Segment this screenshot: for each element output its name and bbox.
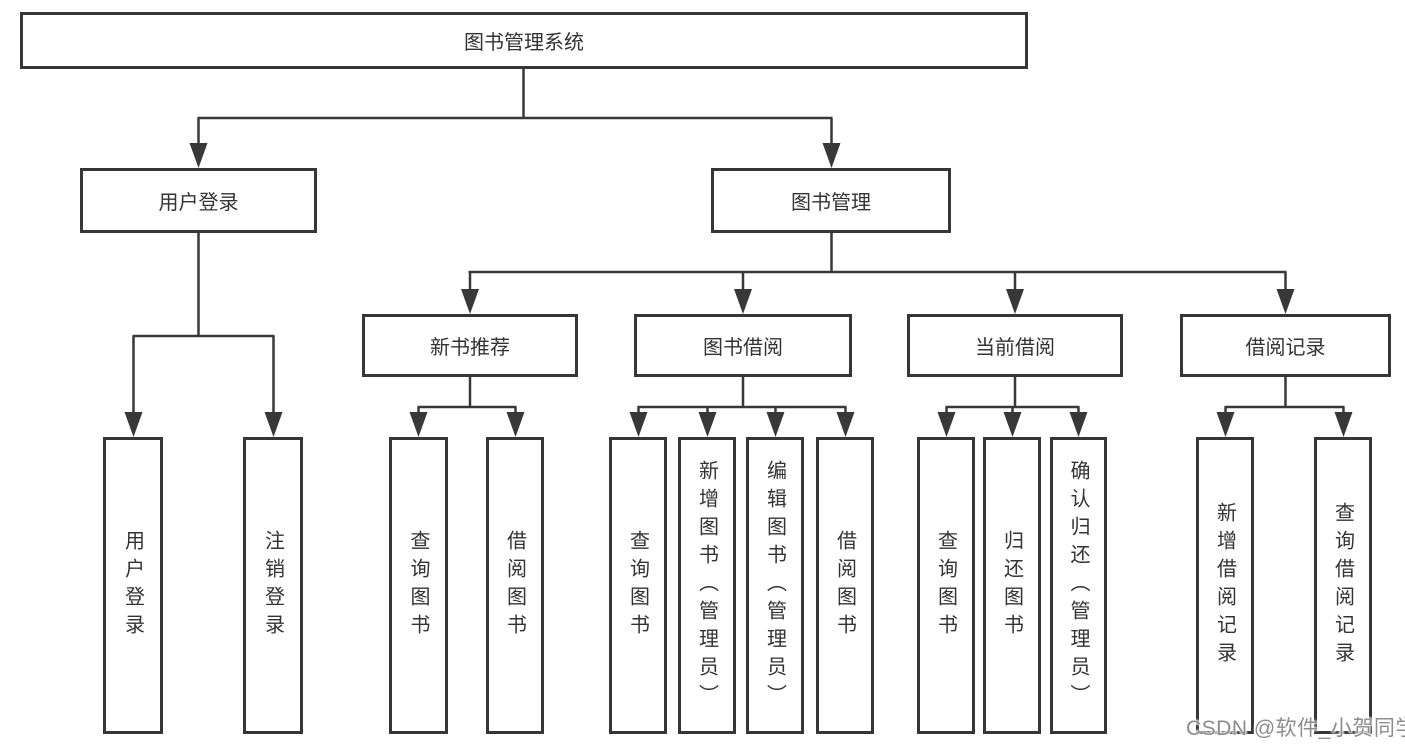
- arrowheads-new-rec-children: [409, 412, 525, 437]
- leaf-confirm-return-admin: 确认归还（管理员）: [1050, 437, 1107, 734]
- connector-book-mgmt-to-level3: [468, 233, 1287, 292]
- leaf-add-books-admin: 新增图书（管理员）: [678, 437, 736, 734]
- node-borrow-records: 借阅记录: [1180, 314, 1391, 377]
- arrowheads-book-borrow-children: [629, 412, 855, 437]
- node-current-borrow: 当前借阅: [907, 314, 1123, 377]
- leaf-borrow-books: 借阅图书: [816, 437, 874, 734]
- connector-book-borrow-children: [637, 377, 847, 414]
- leaf-query-borrow-record: 查询借阅记录: [1314, 437, 1372, 734]
- leaf-user-login: 用户登录: [103, 437, 163, 734]
- arrowheads-user-login-children: [124, 412, 283, 437]
- node-book-borrow: 图书借阅: [634, 314, 852, 377]
- arrowheads-borrow-records-children: [1216, 412, 1353, 437]
- leaf-add-borrow-record: 新增借阅记录: [1196, 437, 1254, 734]
- leaf-query-books-rec: 查询图书: [389, 437, 448, 734]
- watermark: CSDN @软件_小贺同学: [1186, 717, 1405, 740]
- leaf-query-books-current: 查询图书: [917, 437, 975, 734]
- node-book-mgmt: 图书管理: [711, 168, 951, 233]
- connector-user-login-children: [132, 233, 275, 416]
- arrowheads-level2: [189, 143, 841, 168]
- arrowheads-current-borrow-children: [937, 412, 1088, 437]
- connector-borrow-records-children: [1224, 377, 1345, 414]
- node-user-login: 用户登录: [80, 168, 317, 233]
- node-root: 图书管理系统: [20, 12, 1028, 69]
- node-new-book-rec: 新书推荐: [362, 314, 578, 377]
- leaf-query-books-borrow: 查询图书: [609, 437, 667, 734]
- connector-current-borrow-children: [945, 377, 1080, 414]
- connector-root-to-level2: [197, 69, 833, 146]
- leaf-borrow-books-rec: 借阅图书: [486, 437, 544, 734]
- leaf-edit-books-admin: 编辑图书（管理员）: [746, 437, 804, 734]
- arrowheads-level3: [461, 289, 1295, 314]
- leaf-return-books: 归还图书: [983, 437, 1041, 734]
- connector-new-rec-children: [417, 377, 517, 414]
- leaf-logout: 注销登录: [243, 437, 303, 734]
